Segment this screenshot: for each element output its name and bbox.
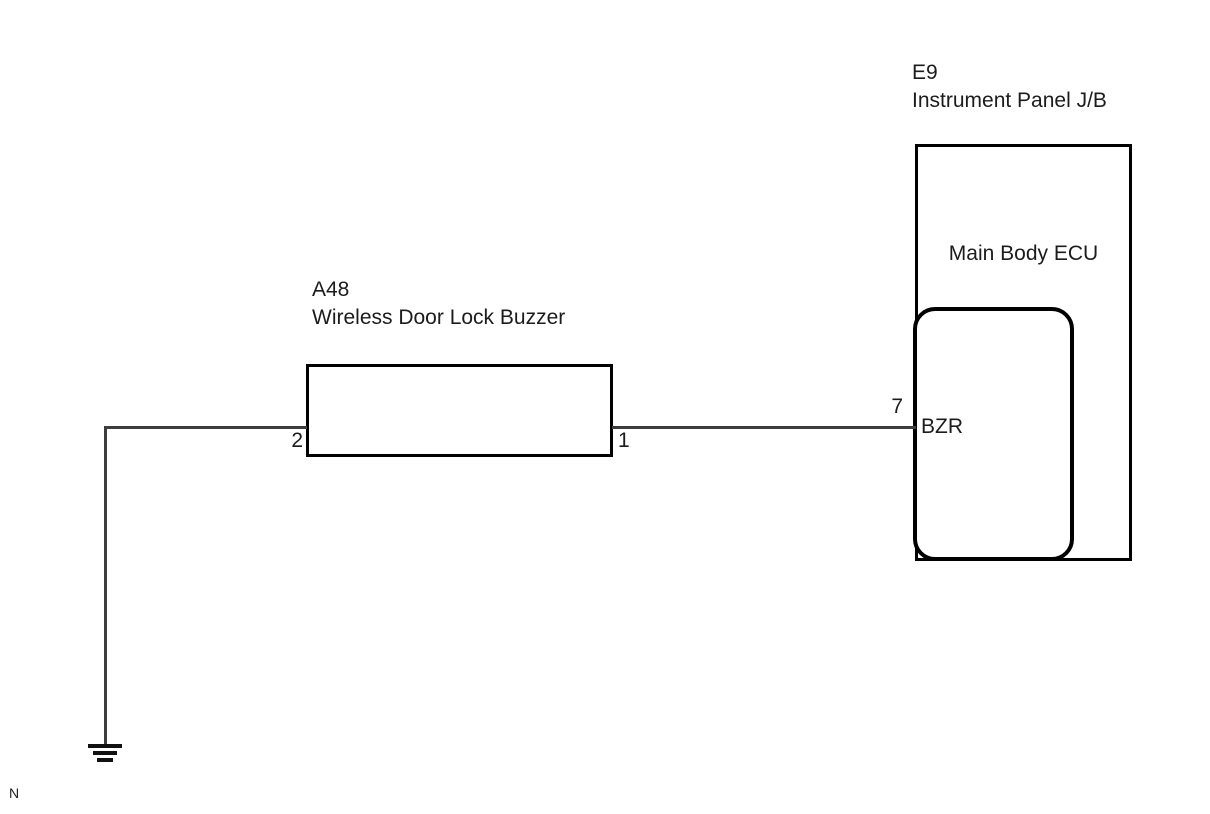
pin-7-label: 7	[891, 395, 903, 418]
e9-component-caption: E9 Instrument Panel J/B	[912, 59, 1107, 115]
page-corner-marker: N	[9, 785, 20, 801]
ground-bar-middle	[93, 751, 117, 755]
bzr-connector-box	[913, 307, 1074, 561]
a48-component-code: A48	[312, 278, 350, 301]
main-body-ecu-label: Main Body ECU	[948, 242, 1099, 265]
wire-buzzer-to-ecu	[612, 426, 916, 429]
pin-1-label: 1	[618, 429, 630, 452]
pin-2-label: 2	[291, 429, 303, 452]
buzzer-component-box	[306, 364, 613, 457]
wire-buzzer-to-ground-horizontal	[104, 426, 307, 429]
e9-component-code: E9	[912, 61, 938, 84]
ground-bar-top	[88, 744, 122, 748]
ground-bar-bottom	[97, 758, 113, 762]
e9-component-name: Instrument Panel J/B	[912, 89, 1107, 112]
a48-component-name: Wireless Door Lock Buzzer	[312, 306, 566, 329]
bzr-terminal-label: BZR	[921, 415, 963, 438]
a48-component-caption: A48 Wireless Door Lock Buzzer	[312, 276, 565, 332]
ground-icon	[88, 744, 122, 766]
wire-buzzer-to-ground-vertical	[104, 426, 107, 746]
